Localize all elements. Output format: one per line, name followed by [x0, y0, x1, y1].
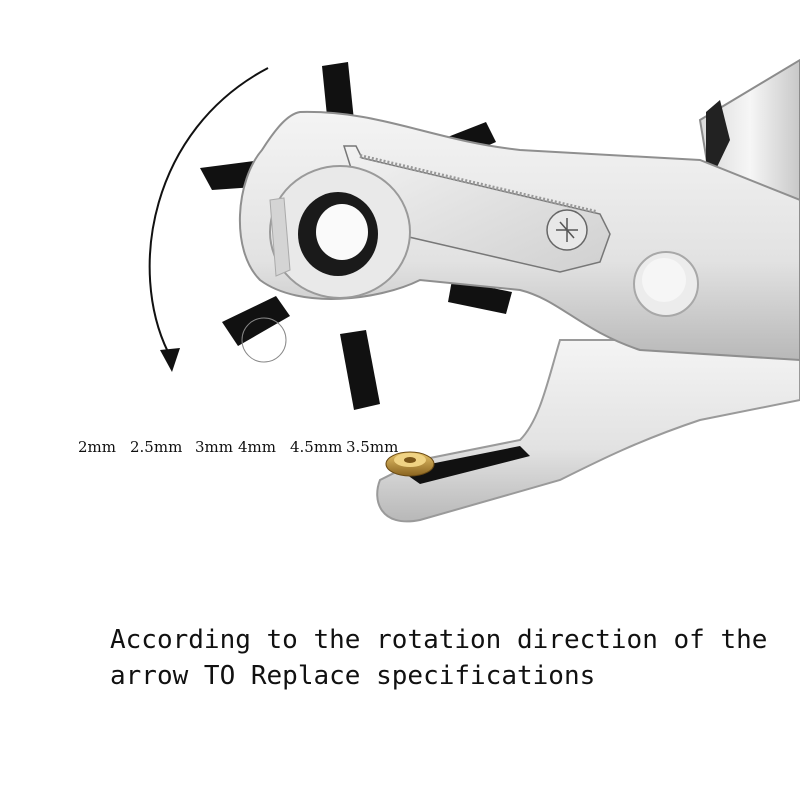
jaw-liner: [400, 446, 530, 484]
size-label-4-5mm: 4.5mm: [290, 438, 343, 456]
rotation-arrow: [148, 67, 269, 372]
lower-jaw: [376, 339, 800, 523]
instruction-caption: According to the rotation direction of t…: [110, 622, 780, 694]
cutter-plate: [342, 145, 611, 273]
brass-anvil: [385, 451, 435, 477]
size-label-3-5mm: 3.5mm: [346, 438, 399, 456]
size-label-3mm: 3mm: [195, 438, 233, 456]
caption-line-2: arrow TO Replace specifications: [110, 661, 596, 691]
size-label-4mm: 4mm: [238, 438, 276, 456]
selector-circle: [241, 317, 287, 363]
turret-hub: [269, 165, 411, 299]
caption-line-1: According to the rotation direction of t…: [110, 625, 768, 655]
size-label-2-5mm: 2.5mm: [130, 438, 183, 456]
size-label-2mm: 2mm: [78, 438, 116, 456]
